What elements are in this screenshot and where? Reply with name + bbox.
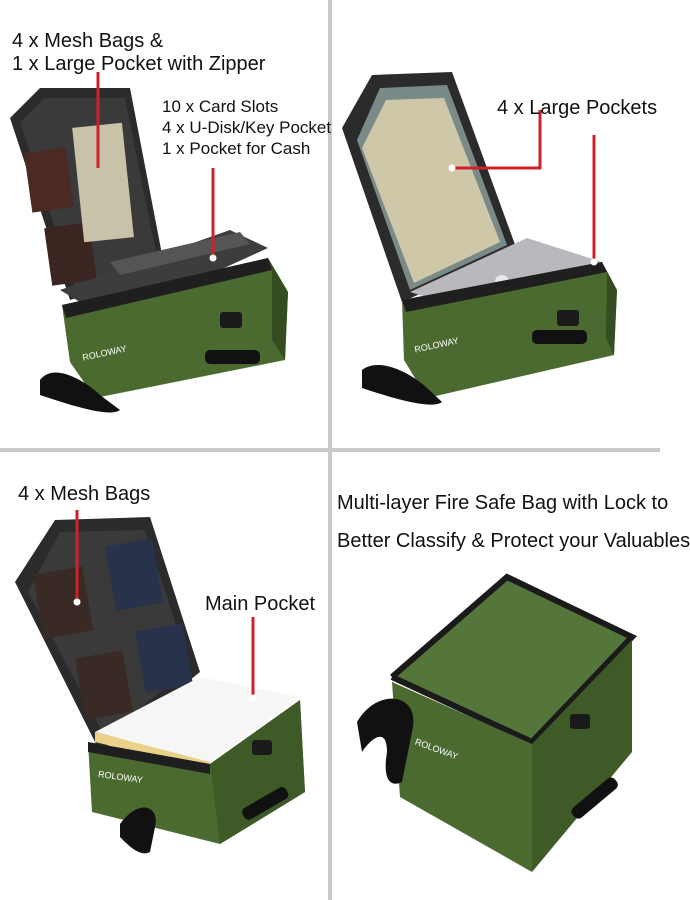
panel-large-pockets: 4 x Large Pockets ROLOWAY bbox=[332, 0, 660, 448]
bag-open-with-organizer-illustration bbox=[10, 72, 288, 413]
bag-with-main-pocket-illustration bbox=[15, 510, 305, 854]
detail-line-usb-pockets: 4 x U-Disk/Key Pockets bbox=[162, 118, 340, 137]
title-line-1: 4 x Mesh Bags & bbox=[12, 30, 164, 52]
horizontal-divider bbox=[0, 448, 660, 452]
panel-main-pocket: 4 x Mesh Bags Main Pocket ROLOWAY bbox=[0, 452, 328, 900]
title-large-pockets: 4 x Large Pockets bbox=[497, 97, 658, 119]
detail-line-card-slots: 10 x Card Slots bbox=[162, 97, 279, 116]
panel-closed-bag: Multi-layer Fire Safe Bag with Lock to B… bbox=[332, 452, 690, 900]
caption-line-1: Multi-layer Fire Safe Bag with Lock to bbox=[337, 492, 669, 514]
title-mesh-bags: 4 x Mesh Bags bbox=[18, 483, 151, 505]
title-line-2: 1 x Large Pocket with Zipper bbox=[12, 53, 266, 75]
caption-line-2: Better Classify & Protect your Valuables bbox=[337, 530, 690, 552]
callout-main-pocket: Main Pocket bbox=[205, 593, 316, 615]
panel-mesh-bags-and-pocket: 4 x Mesh Bags & 1 x Large Pocket with Zi… bbox=[0, 0, 340, 448]
detail-line-cash-pocket: 1 x Pocket for Cash bbox=[162, 139, 311, 158]
closed-fire-safe-bag-illustration bbox=[357, 573, 638, 872]
bag-with-large-pockets-illustration bbox=[342, 72, 617, 405]
